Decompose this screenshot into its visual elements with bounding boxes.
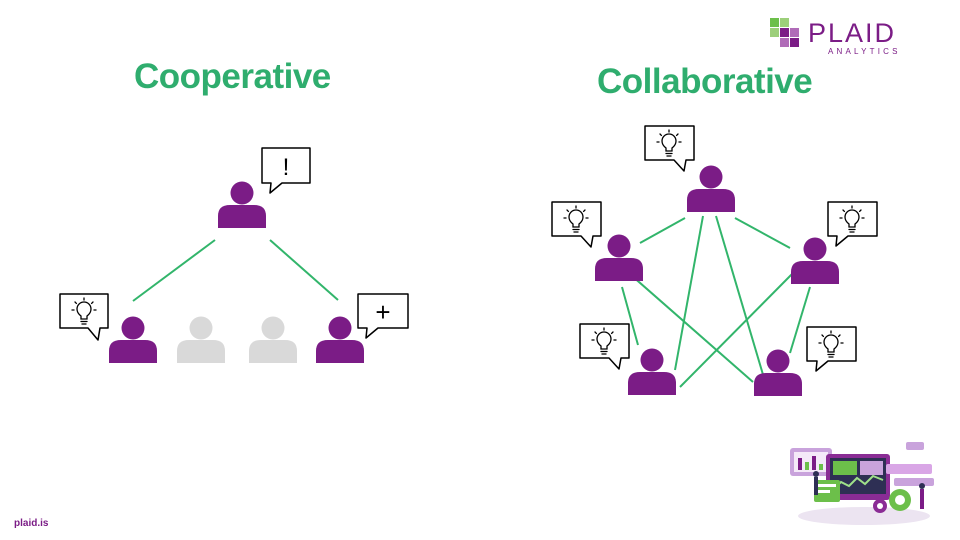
speech-bubble-icon [551, 201, 602, 248]
plaid-analytics-logo: PLAID ANALYTICS [768, 16, 898, 60]
person-icon [218, 181, 266, 228]
link [674, 215, 704, 371]
speech-bubble-icon [579, 323, 630, 370]
analytics-illustration-icon [790, 442, 934, 525]
link [715, 215, 765, 379]
logo-subtitle: ANALYTICS [828, 47, 901, 56]
person-icon [754, 349, 802, 396]
plus-icon: + [375, 297, 390, 327]
person-icon [791, 237, 839, 284]
link [621, 286, 639, 346]
plaid-logo-icon [770, 18, 799, 47]
person-icon [595, 234, 643, 281]
link [639, 217, 686, 244]
speech-bubble-icon [806, 326, 857, 372]
collaborative-people [595, 165, 839, 396]
speech-bubble-icon [59, 293, 109, 341]
person-icon [249, 316, 297, 363]
link [789, 286, 811, 354]
speech-bubble-icon: ! [261, 147, 311, 194]
exclamation-icon: ! [283, 154, 290, 181]
speech-bubble-icon [827, 201, 878, 247]
link [679, 269, 797, 388]
cooperative-links [132, 239, 339, 302]
person-icon [687, 165, 735, 212]
speech-bubble-icon [644, 125, 695, 172]
link [630, 274, 754, 383]
collaborative-links [621, 215, 811, 388]
link [734, 217, 791, 249]
link-leader-right [269, 239, 339, 301]
footer-website: plaid.is [14, 518, 49, 529]
cooperative-title: Cooperative [134, 57, 331, 96]
cooperative-people [109, 181, 364, 363]
person-icon [177, 316, 225, 363]
link-leader-left [132, 239, 216, 302]
person-icon [316, 316, 364, 363]
speech-bubble-icon: + [357, 293, 409, 339]
person-icon [628, 348, 676, 395]
collaborative-title: Collaborative [597, 62, 813, 101]
logo-wordmark: PLAID [808, 18, 897, 48]
person-icon [109, 316, 157, 363]
